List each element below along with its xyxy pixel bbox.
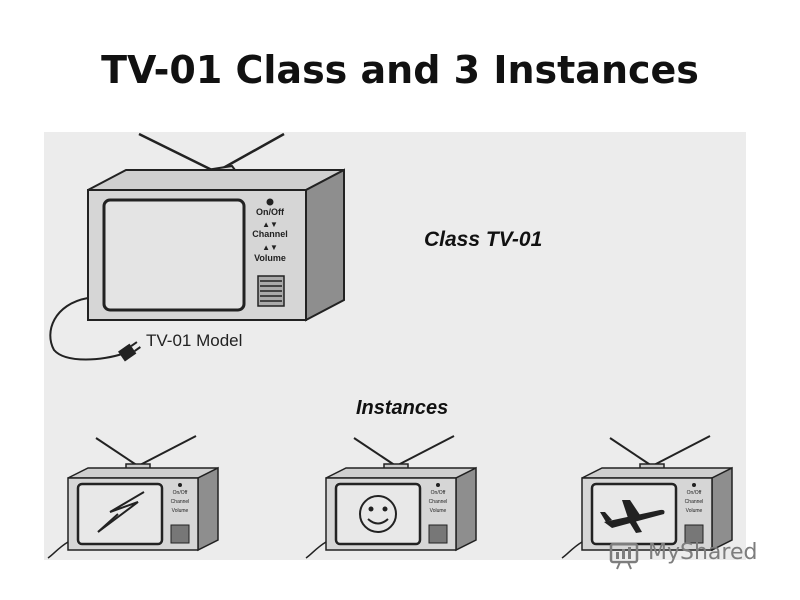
antenna-right (215, 132, 285, 174)
lightning-bolt-icon (97, 491, 145, 533)
label-on-off: On/Off (431, 490, 446, 496)
watermark-text: MyShared (648, 540, 758, 565)
label-on-off: On/Off (687, 490, 702, 496)
arrows-up-down-icon: ▲▼ (262, 220, 278, 229)
label-volume: Volume (254, 253, 286, 263)
label-volume: Volume (430, 508, 447, 514)
arrows-up-down-icon: ▲▼ (262, 243, 278, 252)
class-tv: On/Off ▲▼ Channel ▲▼ Volume TV-01 Model (49, 132, 345, 362)
instance-tv-1: On/Off Channel Volume (47, 435, 219, 559)
power-dot-icon (266, 198, 274, 206)
label-volume: Volume (172, 508, 189, 514)
antenna-left (138, 132, 217, 174)
model-label: TV-01 Model (146, 331, 242, 350)
instance-tv-3: On/Off Channel Volume (561, 435, 733, 559)
speaker-grille-icon (684, 524, 704, 544)
diagram-panel: On/Off ▲▼ Channel ▲▼ Volume TV-01 Model … (44, 132, 746, 560)
speaker-grille-icon (428, 524, 448, 544)
label-channel: Channel (171, 499, 190, 505)
smiley-face-icon (359, 495, 397, 533)
tv-side (305, 168, 345, 322)
speaker-grille-icon (257, 275, 285, 307)
instances-label: Instances (356, 397, 448, 419)
speaker-grille-icon (170, 524, 190, 544)
class-label: Class TV-01 (424, 228, 542, 251)
label-on-off: On/Off (173, 490, 188, 496)
power-cord (49, 297, 123, 361)
tv-top (87, 169, 345, 191)
instance-tv-2: On/Off Channel Volume (305, 435, 477, 559)
watermark-logo-icon (609, 542, 639, 570)
label-channel: Channel (429, 499, 448, 505)
slide-title: TV-01 Class and 3 Instances (101, 48, 699, 92)
tv-screen (102, 198, 246, 312)
label-volume: Volume (686, 508, 703, 514)
airplane-icon (600, 500, 665, 533)
watermark: MyShared (608, 538, 768, 572)
plug-icon (118, 341, 141, 362)
label-channel: Channel (252, 229, 288, 239)
label-channel: Channel (685, 499, 704, 505)
tv-class-diagram: On/Off ▲▼ Channel ▲▼ Volume TV-01 Model … (47, 132, 733, 559)
label-on-off: On/Off (256, 207, 285, 217)
